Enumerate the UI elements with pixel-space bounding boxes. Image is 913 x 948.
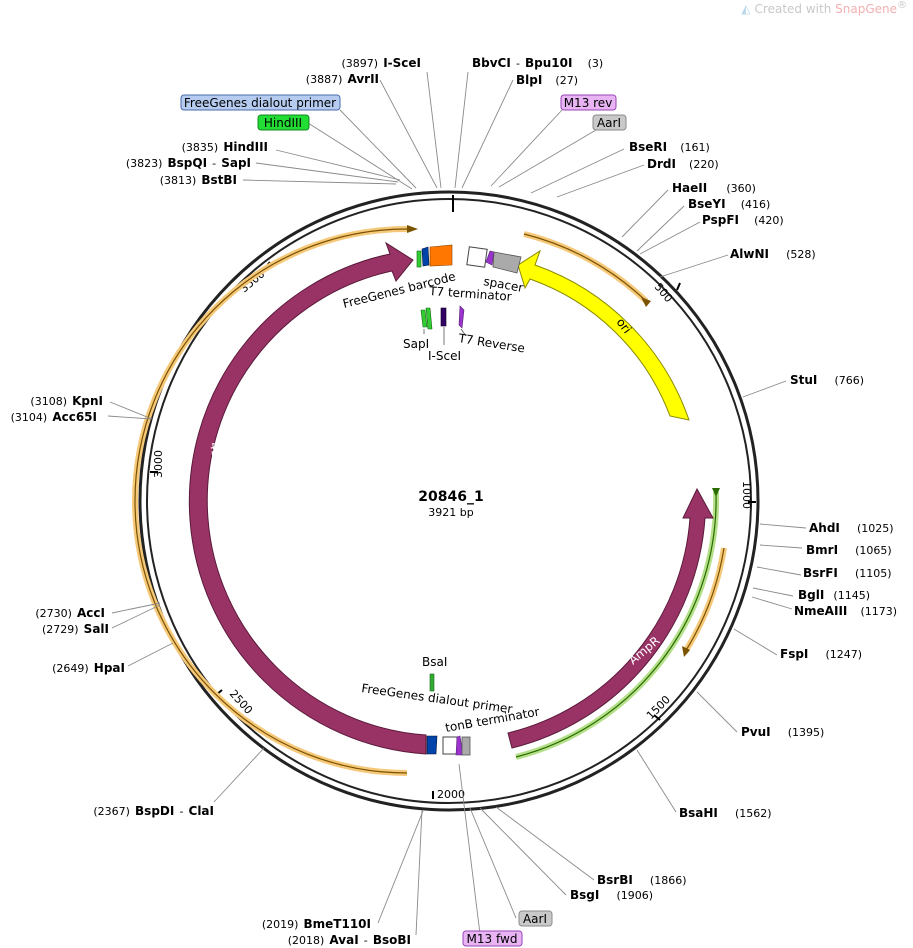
m13-rev-box: M13 rev — [560, 94, 617, 111]
label-leader-lines — [107, 71, 807, 936]
enzyme-label: DrdI (220) — [647, 153, 719, 172]
hindiii-box: HindIII — [257, 114, 310, 131]
enzyme-label: BseYI (416) — [688, 193, 770, 212]
enzyme-label: StuI (766) — [790, 369, 864, 388]
enzyme-label: (3887) AvrII — [306, 68, 379, 87]
enzyme-label: (3108) KpnI — [30, 390, 103, 409]
enzyme-label: (2729) SalI — [42, 618, 109, 637]
ori-arc — [517, 249, 690, 421]
top-feature-cluster — [416, 244, 522, 274]
enzyme-labels: (3897) I-SceI (3887) AvrII (3835) HindII… — [11, 52, 897, 948]
enzyme-label: BsrFI (1105) — [803, 562, 892, 581]
watermark-registered: ® — [897, 0, 907, 11]
enzyme-label: BbvCI - Bpu10I (3) — [472, 52, 603, 71]
freegenes-dialout-primer-box: FreeGenes dialout primer — [180, 94, 341, 111]
svg-text:M13 fwd: M13 fwd — [467, 932, 518, 946]
tick-label: 500 — [652, 281, 675, 305]
tick-label: 1000 — [740, 481, 753, 509]
enzyme-label: BglI (1145) — [798, 584, 870, 603]
watermark-brand: SnapGene — [835, 2, 897, 16]
tick-label: 2500 — [227, 687, 255, 717]
enzyme-label: (2018) AvaI - BsoBI — [288, 929, 411, 948]
tick-label: 3000 — [152, 450, 165, 478]
watermark-prefix: Created with — [754, 2, 832, 16]
enzyme-label: (3897) I-SceI — [342, 52, 421, 71]
enzyme-label: HaeII (360) — [672, 177, 756, 196]
t7-reverse-label: T7 Reverse — [457, 331, 526, 355]
enzyme-label: BseRI (161) — [629, 136, 710, 155]
t7-terminator-label: T7 terminator — [428, 284, 512, 304]
svg-text:M13 rev: M13 rev — [564, 96, 613, 110]
snapgene-watermark: ◭Created with SnapGene® — [741, 0, 907, 16]
inner-small-features — [420, 305, 471, 756]
m13-fwd-box: M13 fwd — [462, 930, 523, 947]
enzyme-label: (2730) AccI — [35, 602, 105, 621]
svg-text:AarI: AarI — [597, 116, 621, 130]
enzyme-label: (2367) BspDI - ClaI — [93, 800, 214, 819]
sapi-feature-label: SapI — [403, 337, 429, 351]
iscei-feature-label: I-SceI — [428, 349, 461, 363]
freegenes-dialout-inner-label: FreeGenes dialout primer — [361, 681, 514, 716]
svg-text:AarI: AarI — [523, 912, 547, 926]
svg-text:FreeGenes dialout primer: FreeGenes dialout primer — [184, 96, 336, 110]
enzyme-label: (3835) HindIII — [182, 136, 268, 155]
enzyme-label: AhdI (1025) — [809, 517, 894, 536]
enzyme-label: NmeAIII (1173) — [794, 600, 897, 619]
plasmid-size: 3921 bp — [428, 506, 473, 519]
enzyme-label: (3813) BstBI — [160, 169, 237, 188]
enzyme-label: BsrBI (1866) — [597, 869, 687, 888]
plasmid-name: 20846_1 — [418, 489, 483, 505]
bsai-feature-label: BsaI — [422, 655, 447, 669]
limonene-arc — [188, 241, 427, 755]
aari-box-top: AarI — [592, 114, 627, 131]
enzyme-label: BsgI (1906) — [570, 884, 653, 903]
snapgene-leaf-icon: ◭ — [741, 2, 751, 16]
tick-label: 2000 — [437, 788, 465, 801]
svg-text:HindIII: HindIII — [264, 116, 302, 130]
enzyme-label: (3823) BspQI - SapI — [126, 152, 251, 171]
boxed-labels: FreeGenes dialout primer HindIII M13 rev… — [180, 94, 627, 947]
ampr-arc — [507, 487, 714, 749]
enzyme-label: (2019) BmeT110I — [262, 913, 371, 932]
enzyme-label: PvuI (1395) — [741, 721, 824, 740]
enzyme-label: (3104) Acc65I — [11, 406, 97, 425]
enzyme-label: (2649) HpaI — [52, 657, 125, 676]
enzyme-label: AlwNI (528) — [730, 243, 816, 262]
enzyme-label: FspI (1247) — [780, 643, 862, 662]
spacer-label: spacer — [482, 274, 524, 295]
enzyme-label: BsaHI (1562) — [679, 802, 772, 821]
aari-box-bottom: AarI — [518, 910, 553, 927]
feature-rungs — [132, 225, 727, 776]
enzyme-label: BmrI (1065) — [806, 539, 892, 558]
enzyme-label: BlpI (27) — [516, 69, 578, 88]
enzyme-label: PspFI (420) — [702, 209, 784, 228]
